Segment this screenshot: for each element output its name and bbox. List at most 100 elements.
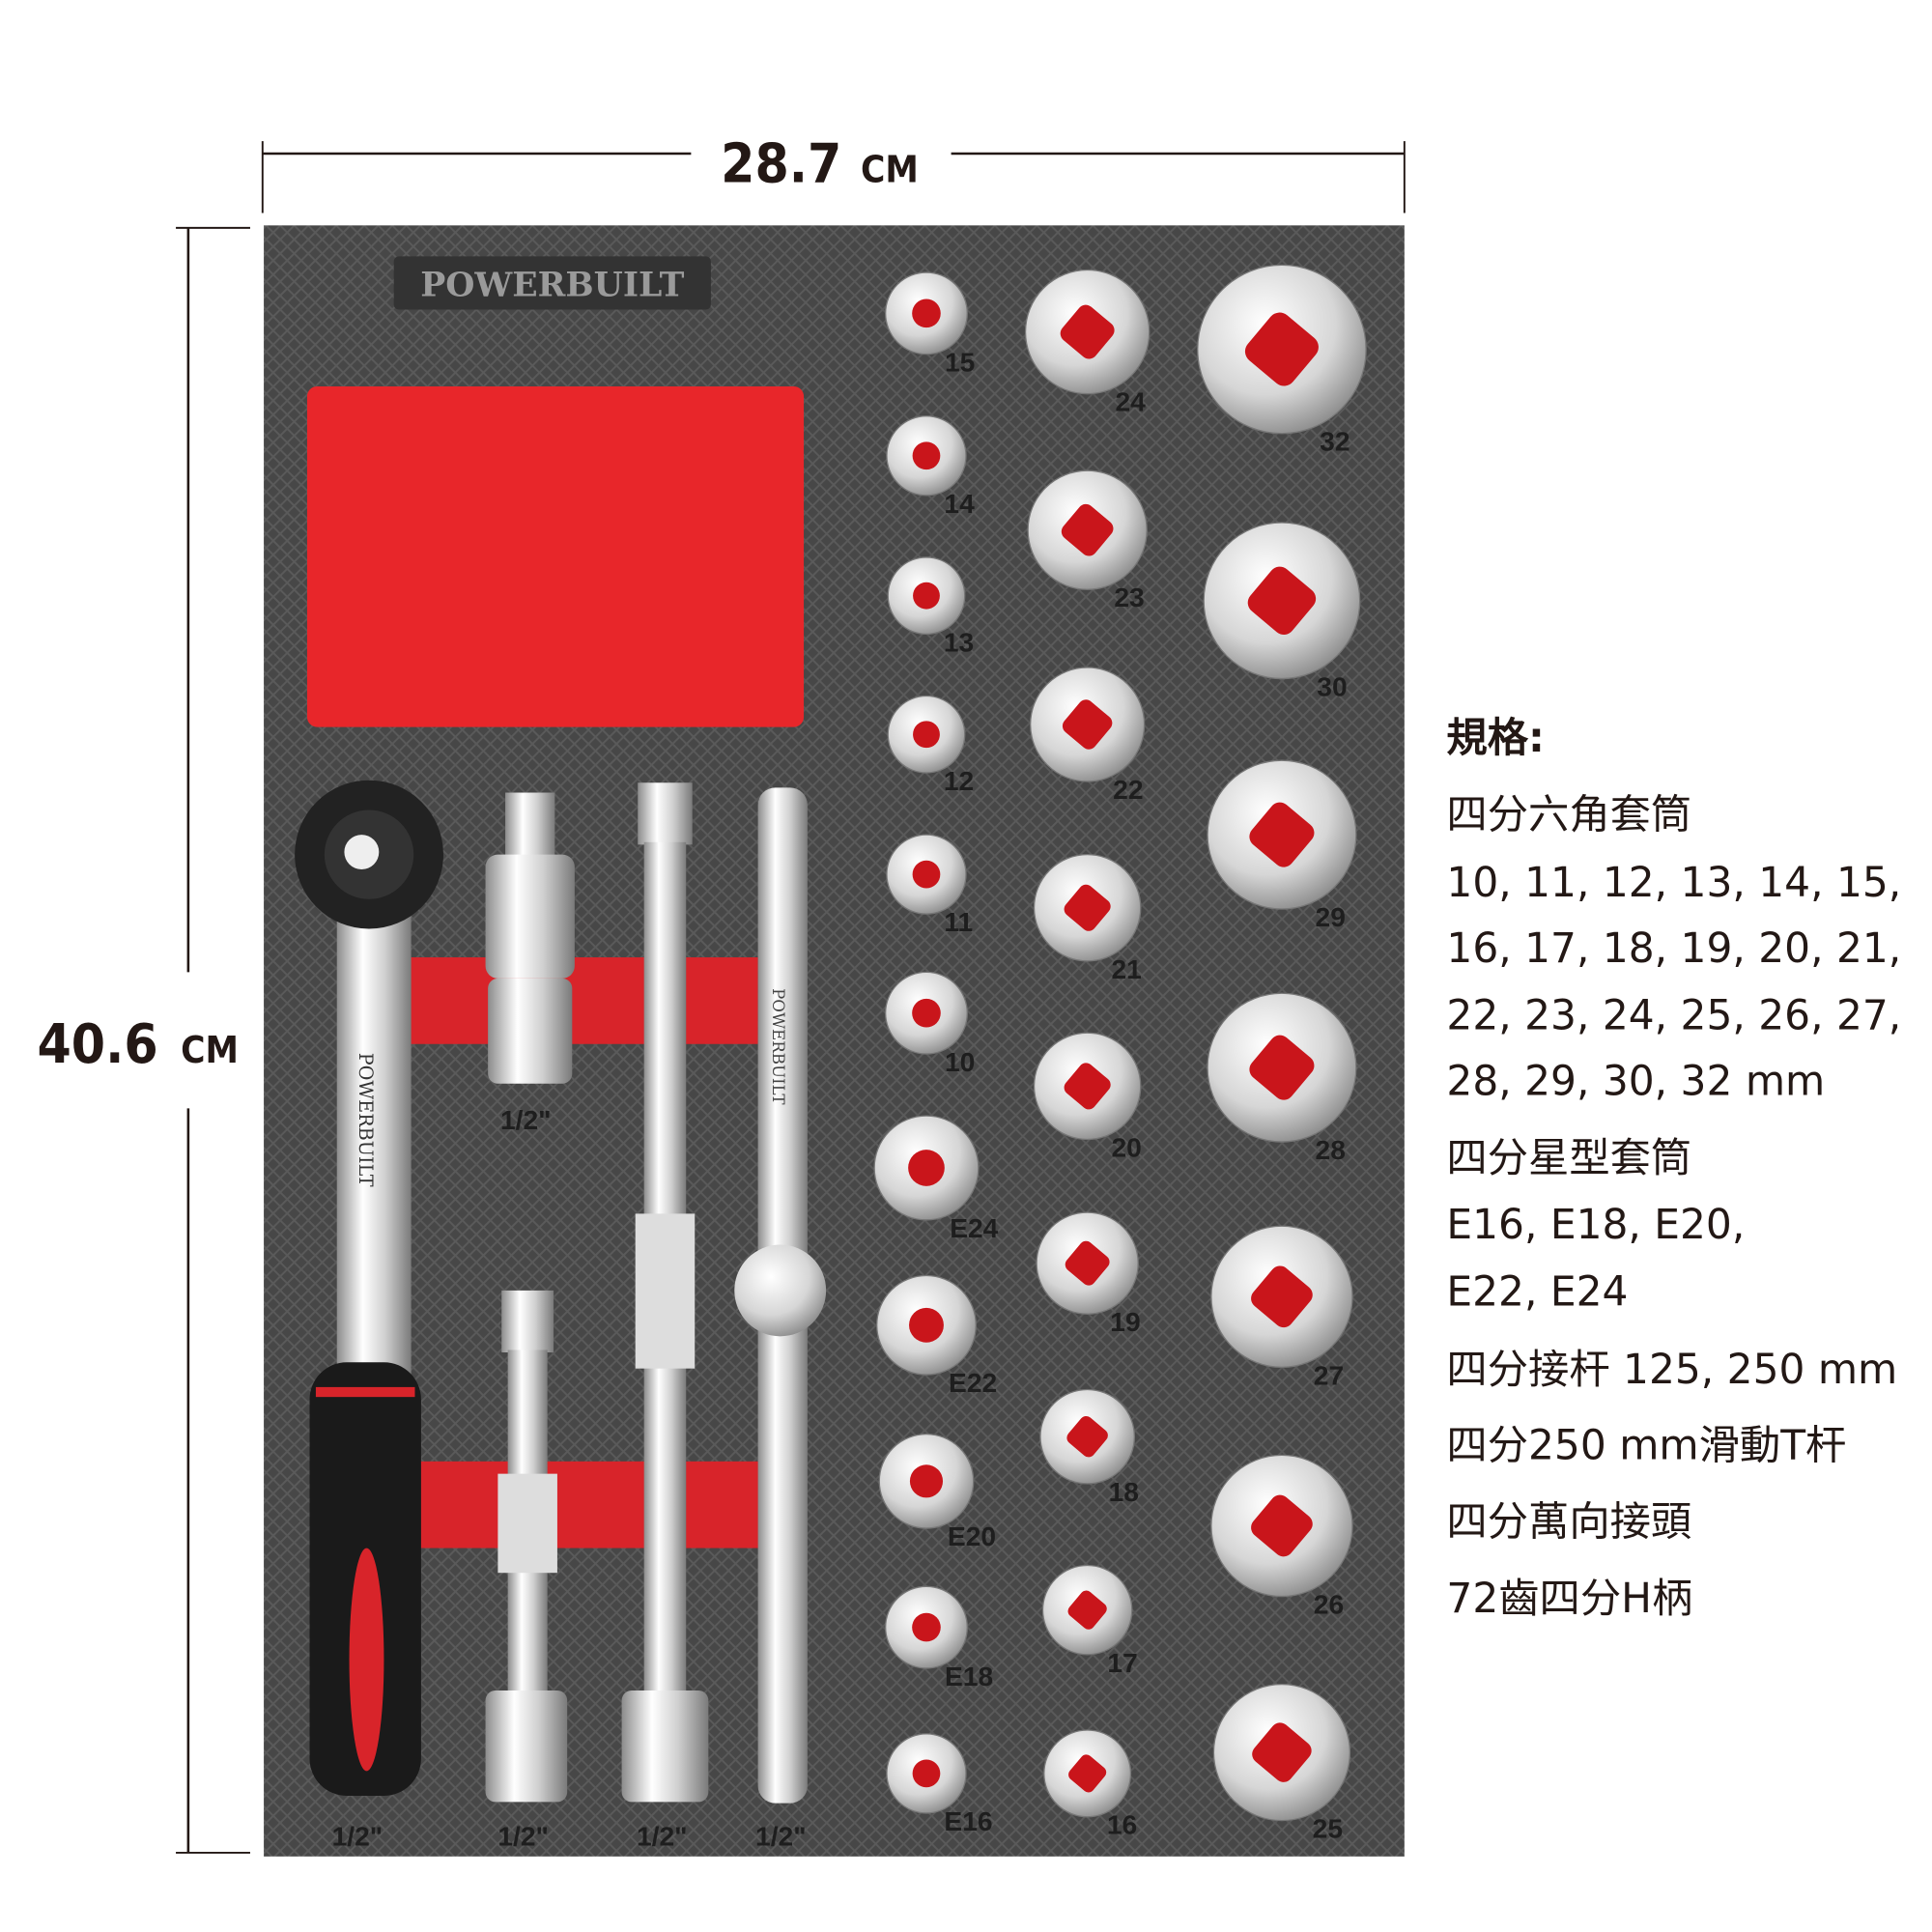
socket-size-label: 10 [945,1046,975,1077]
socket-drive-square [1249,1035,1315,1100]
socket-drive-square [1066,1415,1108,1458]
socket-E20: E20 [878,1433,996,1551]
socket-size-label: 11 [944,906,973,937]
short-extension-bar [485,1290,568,1803]
socket-17: 17 [1041,1564,1138,1678]
socket-26: 26 [1210,1454,1353,1620]
spec-line: 16, 17, 18, 19, 20, 21, [1446,924,1901,972]
socket-drive-square [1249,802,1315,867]
socket-drive-square [1061,503,1114,556]
socket-size-label: 24 [1115,386,1146,417]
spec-line: E16, E18, E20, [1446,1201,1745,1248]
socket-11: 11 [886,834,973,937]
socket-drive-square [1064,884,1111,931]
socket-32: 32 [1197,264,1367,457]
socket-size-label: 25 [1313,1813,1343,1844]
socket-size-label: E20 [948,1520,996,1551]
socket-drive-square [1068,1754,1107,1793]
holder-strip-top [409,957,758,1044]
ratchet-brand: POWERBUILT [355,1053,377,1187]
socket-drive-square [912,860,941,889]
socket-24: 24 [1024,269,1151,417]
socket-12: 12 [887,695,974,796]
socket-E24: E24 [873,1115,999,1243]
socket-E18: E18 [885,1585,993,1691]
socket-19: 19 [1036,1211,1141,1337]
socket-size-label: 32 [1320,426,1350,457]
socket-size-label: 12 [944,765,974,796]
socket-drive-square [1062,699,1113,750]
socket-drive-square [1251,1265,1313,1328]
socket-E16: E16 [886,1733,993,1836]
socket-size-label: 20 [1111,1131,1141,1162]
spec-line: 72齒四分H柄 [1446,1575,1692,1622]
socket-13: 13 [887,556,974,657]
socket-18: 18 [1039,1388,1139,1507]
height-value: 40.6 [37,1013,157,1076]
socket-drive-square [1064,1063,1111,1110]
spec-list: 規格: 四分六角套筒 10, 11, 12, 13, 14, 15, 16, 17,… [1446,714,1901,1622]
socket-drive-square [1067,1590,1107,1630]
socket-size-label: 27 [1314,1359,1344,1390]
socket-size-label: E24 [950,1212,998,1243]
spec-line: E22, E24 [1446,1267,1628,1315]
empty-red-compartment [306,386,805,727]
socket-drive-square [912,998,941,1028]
socket-drive-square [912,441,941,470]
long-extension-bar [621,782,709,1803]
ujoint-label: 1/2" [500,1104,552,1135]
spec-line: 四分六角套筒 [1446,791,1691,838]
socket-22: 22 [1030,667,1146,805]
brand-logo: POWERBUILT [393,256,711,310]
socket-15: 15 [885,271,975,378]
socket-drive-square [1065,1240,1110,1286]
tbar-label: 1/2" [755,1820,807,1851]
socket-drive-square [912,1759,941,1788]
socket-27: 27 [1210,1225,1353,1390]
spec-line: 四分萬向接頭 [1446,1498,1691,1546]
width-value: 28.7 [721,132,841,195]
socket-size-label: 22 [1113,774,1143,805]
socket-drive-square [1247,566,1317,635]
socket-size-label: 14 [944,488,975,519]
socket-size-label: 17 [1107,1647,1137,1678]
socket-E22: E22 [876,1274,997,1398]
spec-line: 四分接杆 125, 250 mm [1446,1346,1897,1393]
width-unit: CM [861,148,919,191]
socket-drive-square [912,298,941,328]
spec-line: 10, 11, 12, 13, 14, 15, [1446,859,1901,906]
socket-size-label: 19 [1110,1306,1140,1337]
socket-size-label: 21 [1111,953,1141,984]
spec-line: 四分星型套筒 [1446,1134,1691,1181]
socket-drive-square [1251,1494,1313,1557]
logo-text: POWERBUILT [420,266,684,304]
socket-29: 29 [1207,759,1357,932]
short-ext-label: 1/2" [497,1820,549,1851]
height-unit: CM [181,1029,239,1072]
socket-drive-square [1244,312,1319,386]
socket-size-label: 13 [944,626,974,657]
socket-23: 23 [1027,469,1148,612]
socket-size-label: 16 [1107,1809,1137,1840]
socket-size-label: 18 [1109,1476,1139,1507]
socket-drive-square [909,1464,944,1498]
spec-heading: 規格: [1446,714,1545,761]
spec-line: 28, 29, 30, 32 mm [1446,1057,1825,1104]
socket-drive-square [913,582,940,610]
spec-line: 22, 23, 24, 25, 26, 27, [1446,991,1901,1038]
socket-size-label: E18 [945,1661,993,1691]
sliding-t-bar: POWERBUILT [734,787,827,1804]
socket-size-label: E22 [949,1367,997,1398]
width-dimension: 28.7 CM [261,132,1406,213]
universal-joint [485,792,575,1084]
ratchet-handle: POWERBUILT [295,780,443,1796]
socket-30: 30 [1203,522,1361,702]
socket-10: 10 [885,971,975,1077]
socket-drive-square [912,1612,941,1642]
socket-size-label: 15 [945,347,975,378]
ratchet-label: 1/2" [332,1820,384,1851]
socket-drive-square [909,1307,944,1343]
socket-25: 25 [1212,1683,1351,1844]
holder-strip-bottom [414,1461,762,1548]
